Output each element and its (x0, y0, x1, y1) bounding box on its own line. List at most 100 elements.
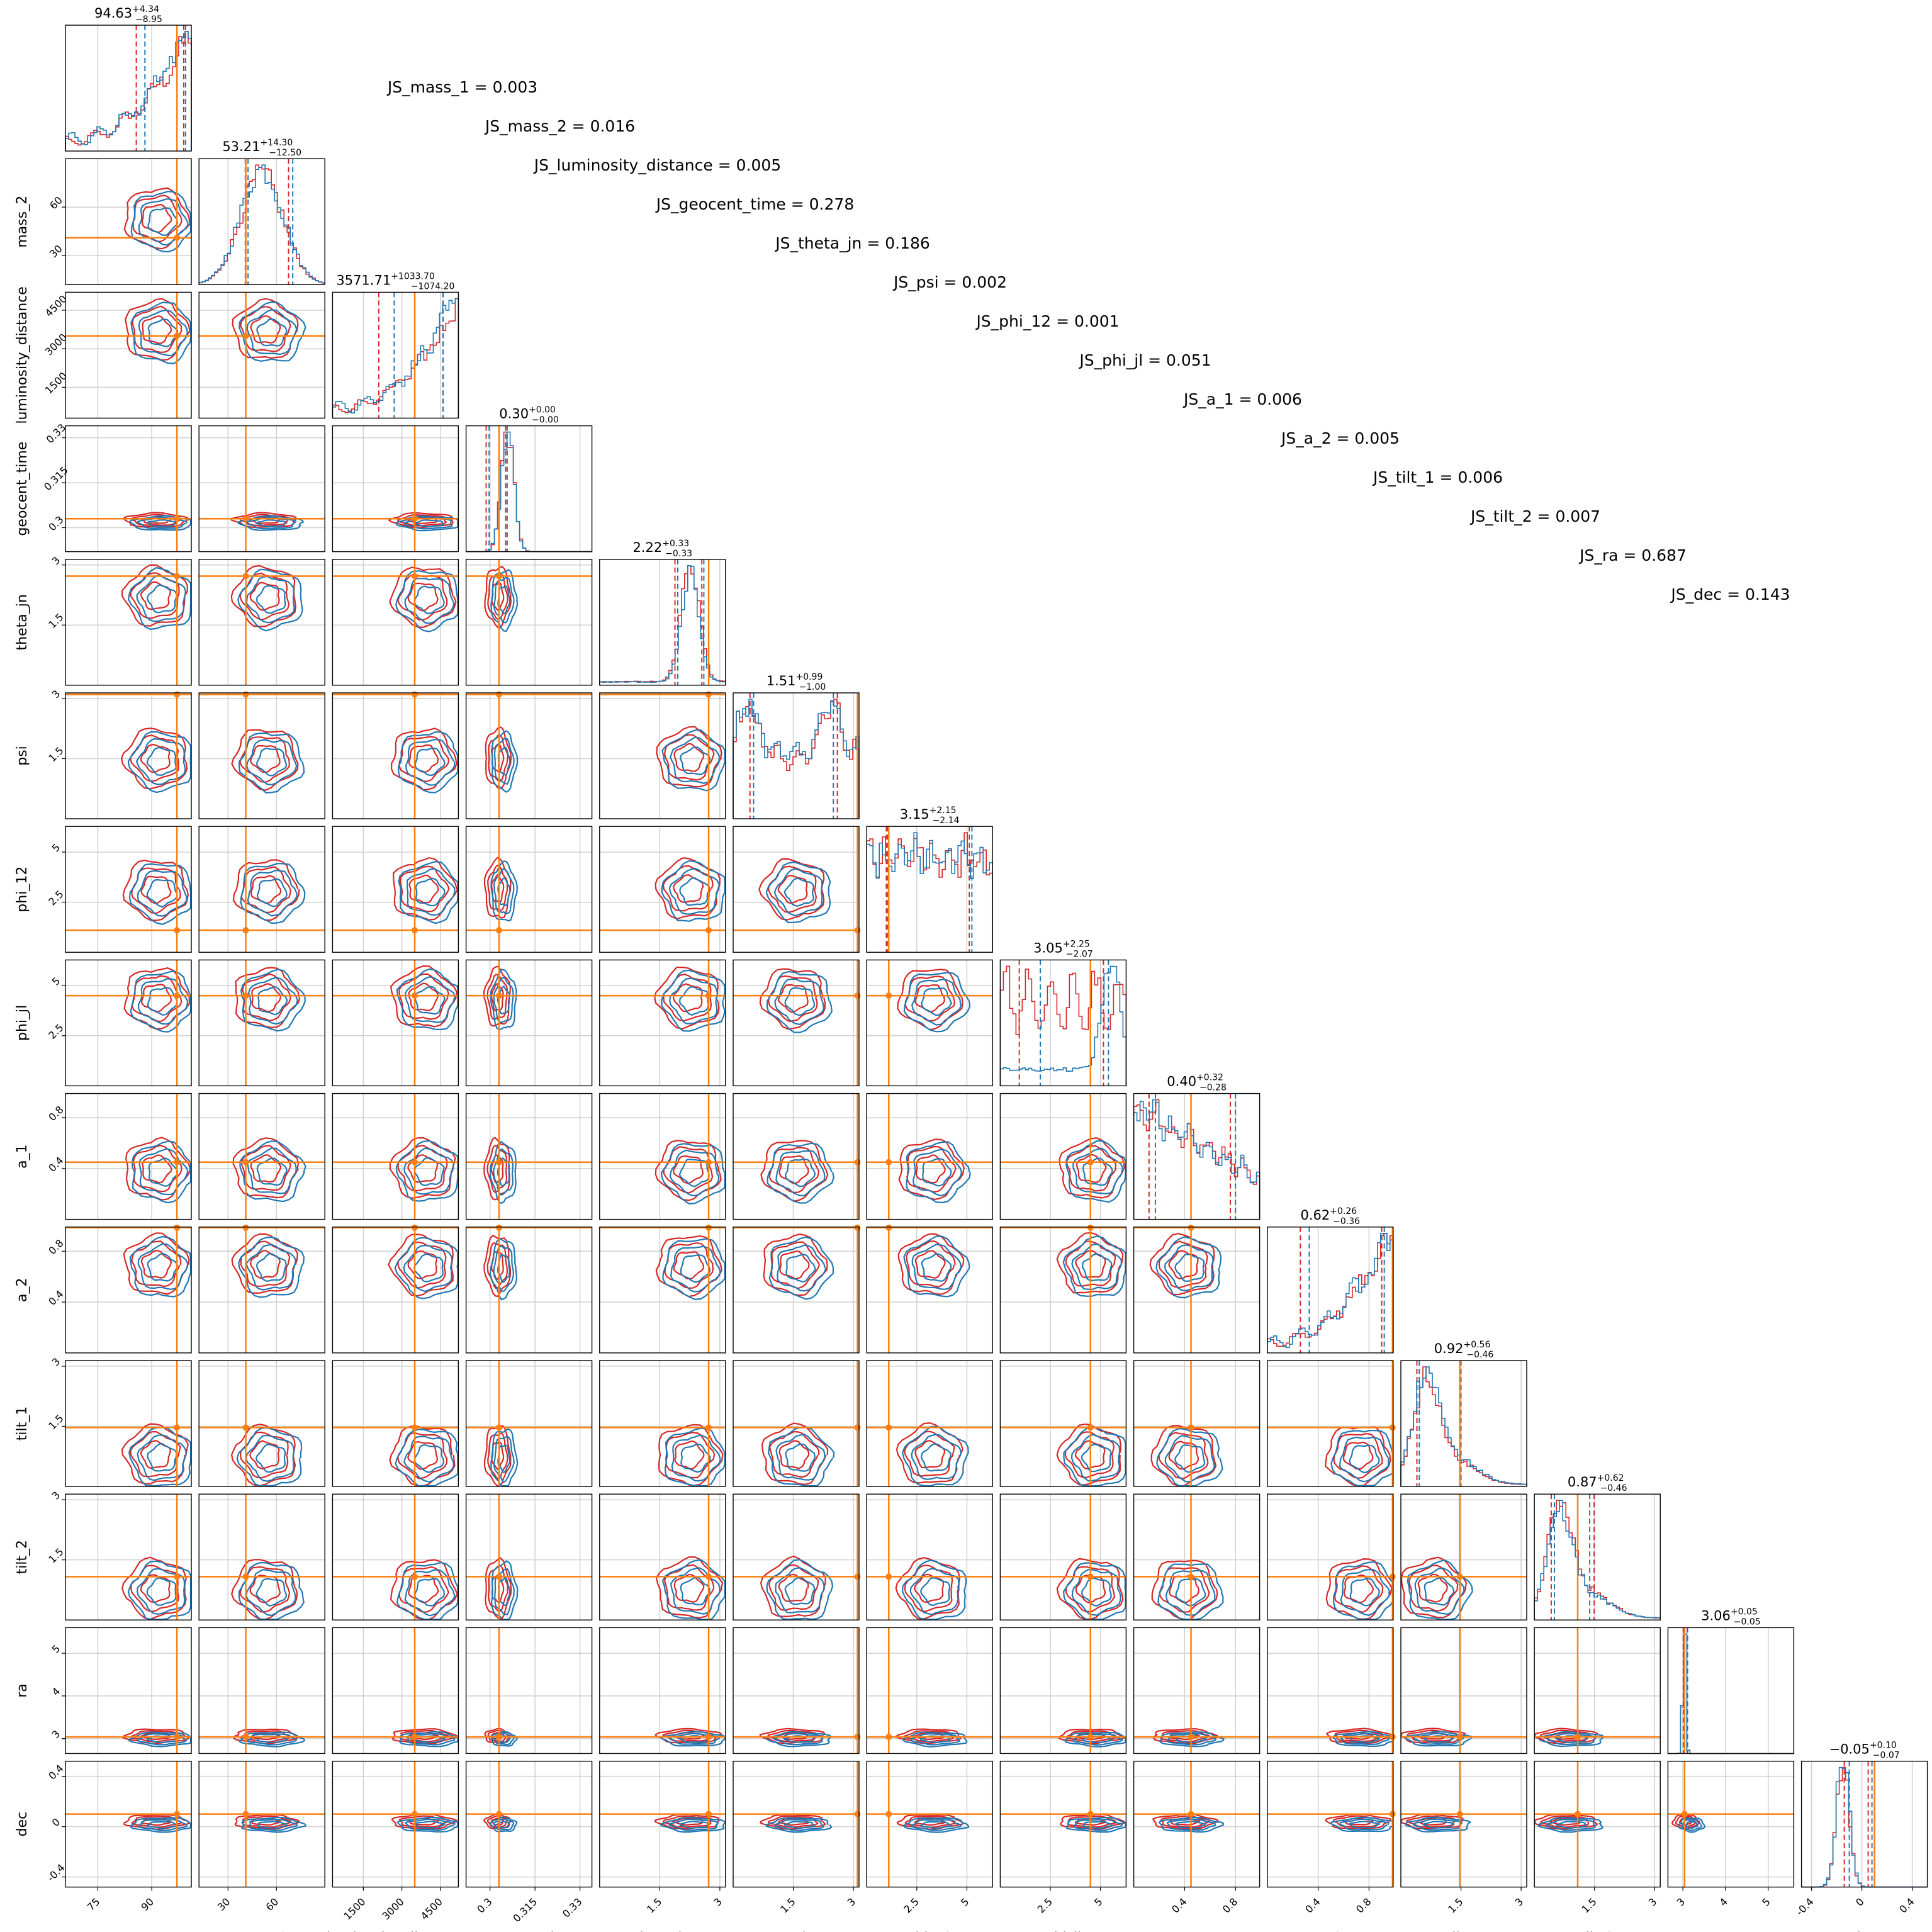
y-axis-label: a_1 (14, 1144, 30, 1168)
contour-panel-psi-phi_jl (733, 959, 861, 1087)
contour-comparison (413, 1253, 444, 1283)
tick-label: 3 (50, 1728, 63, 1741)
contour-reference (895, 1556, 961, 1620)
contour-comparison (678, 986, 709, 1016)
contour-comparison (768, 1236, 834, 1300)
js-divergence-label: JS_luminosity_distance = 0.005 (533, 156, 781, 174)
y-axis-label: tilt_2 (14, 1540, 30, 1574)
tick-label: 1.5 (46, 1546, 65, 1565)
tick-label: 3 (50, 688, 63, 701)
tick-label: 2.5 (46, 1021, 65, 1041)
contour-reference (391, 1813, 458, 1829)
panel-frame (1400, 1627, 1527, 1755)
injection-point (412, 1424, 418, 1431)
contour-panel-mass_2-psi (198, 691, 325, 819)
injection-point (854, 1159, 861, 1165)
contour-comparison (784, 1576, 816, 1605)
contour-reference (768, 1564, 819, 1612)
contour-reference (142, 315, 172, 344)
x-axis-label: tilt_1 (1447, 1931, 1481, 1932)
contour-reference (1152, 1813, 1219, 1830)
contour-reference (240, 1730, 291, 1743)
contour-reference (779, 1250, 810, 1280)
panel-frame (332, 692, 459, 819)
contour-comparison (256, 1157, 288, 1186)
contour-panel-a_2-tilt_2 (1267, 1493, 1396, 1620)
contour-reference (140, 983, 172, 1013)
contour-comparison (911, 979, 962, 1026)
injection-point (1389, 1424, 1396, 1431)
injection-point (1456, 1733, 1463, 1740)
contour-reference (914, 984, 946, 1013)
injection-point (242, 515, 249, 522)
panel-frame (198, 291, 325, 419)
y-axis-label: geocent_time (14, 442, 30, 536)
injection-point (1087, 1159, 1094, 1165)
injection-point (412, 1159, 418, 1165)
contour-comparison (1165, 1570, 1216, 1616)
contour-panel-luminosity_distance-phi_jl (332, 959, 459, 1087)
injection-point (1087, 1424, 1094, 1431)
x-axis-label: mass_2 (236, 1931, 288, 1932)
js-divergence-label: JS_mass_2 = 0.016 (484, 117, 635, 135)
y-axis-label: a_2 (14, 1278, 30, 1302)
injection-point (705, 1159, 712, 1165)
x-axis-label: theta_jn (634, 1931, 690, 1932)
injection-point (1087, 1811, 1094, 1817)
histogram-title: −0.05+0.10−0.07 (1829, 1741, 1900, 1761)
contour-comparison (913, 1149, 963, 1197)
contour-comparison (664, 1427, 726, 1487)
tick-label: 0.4 (1303, 1895, 1322, 1915)
panel-frame (599, 692, 726, 819)
contour-comparison (679, 877, 710, 906)
panel-frame (1133, 1092, 1261, 1220)
injection-point (705, 1224, 712, 1231)
contour-comparison (783, 1821, 816, 1829)
contour-reference (767, 865, 817, 913)
contour-reference (760, 1555, 826, 1617)
contour-comparison (777, 1244, 827, 1292)
contour-comparison (257, 986, 288, 1016)
injection-point (174, 1811, 181, 1817)
contour-reference (123, 512, 190, 528)
contour-comparison (1555, 1821, 1588, 1829)
contour-panel-luminosity_distance-psi (332, 691, 459, 819)
y-axis-label: phi_jl (14, 1005, 30, 1041)
histogram-panel-a_1: 0.40+0.32−0.28 (1133, 1073, 1261, 1220)
contour-panel-geocent_time-theta_jn (465, 559, 593, 686)
contour-comparison (911, 1434, 962, 1480)
contour-reference (389, 1137, 456, 1199)
contour-reference (662, 865, 714, 912)
contour-comparison (921, 987, 953, 1016)
tick-label: 2.5 (901, 1895, 921, 1915)
tick-label: 0.3 (46, 514, 65, 533)
contour-panel-phi_jl-a_2 (999, 1224, 1127, 1354)
panel-frame (599, 959, 726, 1087)
injection-point (1389, 1573, 1396, 1580)
contour-comparison (1424, 1576, 1455, 1606)
contour-reference (249, 744, 281, 773)
contour-comparison (922, 1158, 952, 1187)
contour-comparison (130, 191, 192, 253)
histogram-panel-tilt_2: 0.87+0.62−0.46 (1534, 1473, 1661, 1620)
contour-comparison (147, 1252, 179, 1282)
contour-comparison (493, 977, 514, 1024)
contour-reference (239, 1431, 289, 1479)
contour-comparison (239, 1731, 306, 1748)
contour-comparison (1062, 1562, 1126, 1620)
contour-reference (130, 1564, 179, 1612)
contour-comparison (414, 747, 446, 777)
injection-point (1456, 1811, 1463, 1817)
contour-comparison (490, 860, 519, 922)
contour-comparison (256, 318, 288, 347)
tick-label: 0.315 (510, 1895, 539, 1924)
tick-label: 0 (1853, 1895, 1867, 1909)
contour-reference (240, 1240, 291, 1287)
contour-reference (483, 1137, 510, 1201)
contour-comparison (415, 877, 446, 907)
contour-reference (125, 298, 191, 361)
contour-reference (673, 983, 703, 1013)
panel-frame (1534, 1760, 1661, 1888)
